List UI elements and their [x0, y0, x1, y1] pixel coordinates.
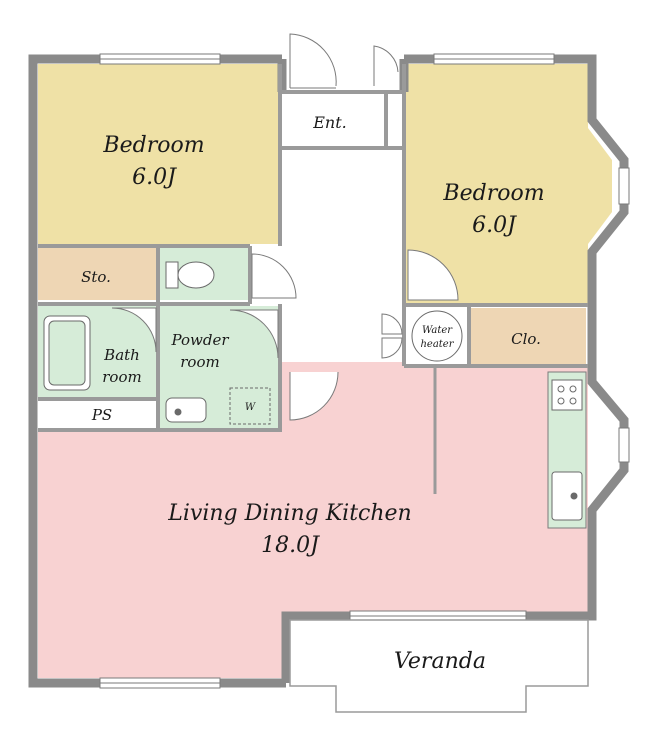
interior-walls: [38, 64, 588, 432]
ldk-floor: [38, 362, 588, 678]
ldk-door[interactable]: [289, 371, 339, 421]
bedroom-right-floor: [406, 64, 612, 304]
bath-name-line2: room: [102, 368, 141, 386]
ps-floor: [38, 400, 156, 428]
toilet-bowl: [177, 261, 215, 289]
window-bay-kitchen: [618, 427, 630, 463]
closet-name: Clo.: [511, 330, 541, 348]
storage-name: Sto.: [81, 268, 111, 286]
bedroom-left-size: 6.0J: [132, 165, 177, 190]
stove: [551, 379, 583, 411]
veranda-floor: [289, 619, 589, 713]
entrance-door[interactable]: [289, 33, 337, 88]
water-heater: [411, 310, 463, 362]
bedroom-right-size: 6.0J: [472, 213, 517, 238]
powder-name-line1: Powder: [170, 331, 229, 349]
bedroom-left-floor: [38, 64, 278, 244]
entrance-floor: [282, 92, 386, 148]
fixtures: [43, 261, 583, 521]
water-heater-line2: heater: [420, 339, 454, 350]
entrance-side-door[interactable]: [373, 45, 399, 86]
kitchen-sink: [551, 471, 583, 521]
ldk-size: 18.0J: [261, 533, 320, 558]
water-heater-line1: Water: [422, 325, 453, 336]
toilet-tank: [165, 261, 179, 289]
washer-space: [229, 387, 271, 425]
pipe-space-name: PS: [91, 406, 112, 424]
room-fills: [38, 64, 612, 678]
entrance-name: Ent.: [312, 113, 347, 132]
bath-name-line1: Bath: [103, 346, 140, 364]
powder-sink: [165, 397, 207, 423]
windows: [99, 53, 630, 689]
bath-door[interactable]: [111, 307, 157, 353]
hall-closet-door[interactable]: [381, 313, 403, 359]
doors: [111, 33, 459, 421]
outer-wall-top-right: [281, 54, 629, 683]
storage-floor: [38, 248, 156, 300]
veranda-name: Veranda: [394, 649, 486, 674]
closet-floor: [470, 308, 586, 364]
powder-door[interactable]: [229, 309, 279, 359]
bedroom-right-name: Bedroom: [442, 181, 544, 206]
bedroom-left-name: Bedroom: [102, 133, 204, 158]
bedroom-right-door[interactable]: [407, 249, 459, 301]
toilet-door[interactable]: [251, 253, 297, 299]
room-labels: Bedroom 6.0J Bedroom 6.0J Ent. Sto. Clo.…: [81, 113, 544, 674]
window-bay-bedroom: [618, 167, 630, 205]
washer-name: W: [245, 402, 256, 413]
powder-name-line2: room: [180, 353, 219, 371]
ldk-name: Living Dining Kitchen: [167, 501, 411, 526]
